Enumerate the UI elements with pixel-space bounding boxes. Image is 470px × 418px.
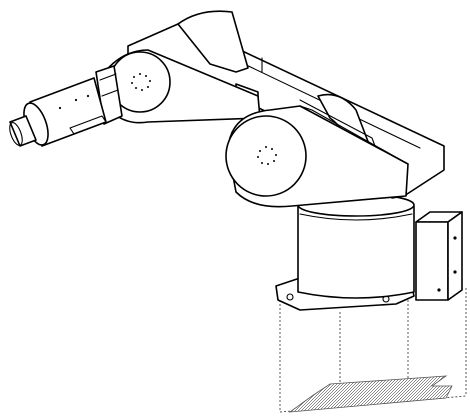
shoulder-pivot-dots	[257, 146, 277, 165]
upper-arm-top-fin	[177, 10, 249, 73]
elbow-pivot-dots	[131, 73, 151, 91]
shoulder-joint	[225, 115, 307, 197]
motor-housing-side	[447, 211, 463, 301]
motor-housing-front	[415, 221, 449, 301]
base-bolt-hole	[286, 293, 294, 301]
floor-shadow	[288, 375, 453, 413]
gripper-tip	[9, 115, 37, 147]
base-column	[297, 205, 415, 299]
